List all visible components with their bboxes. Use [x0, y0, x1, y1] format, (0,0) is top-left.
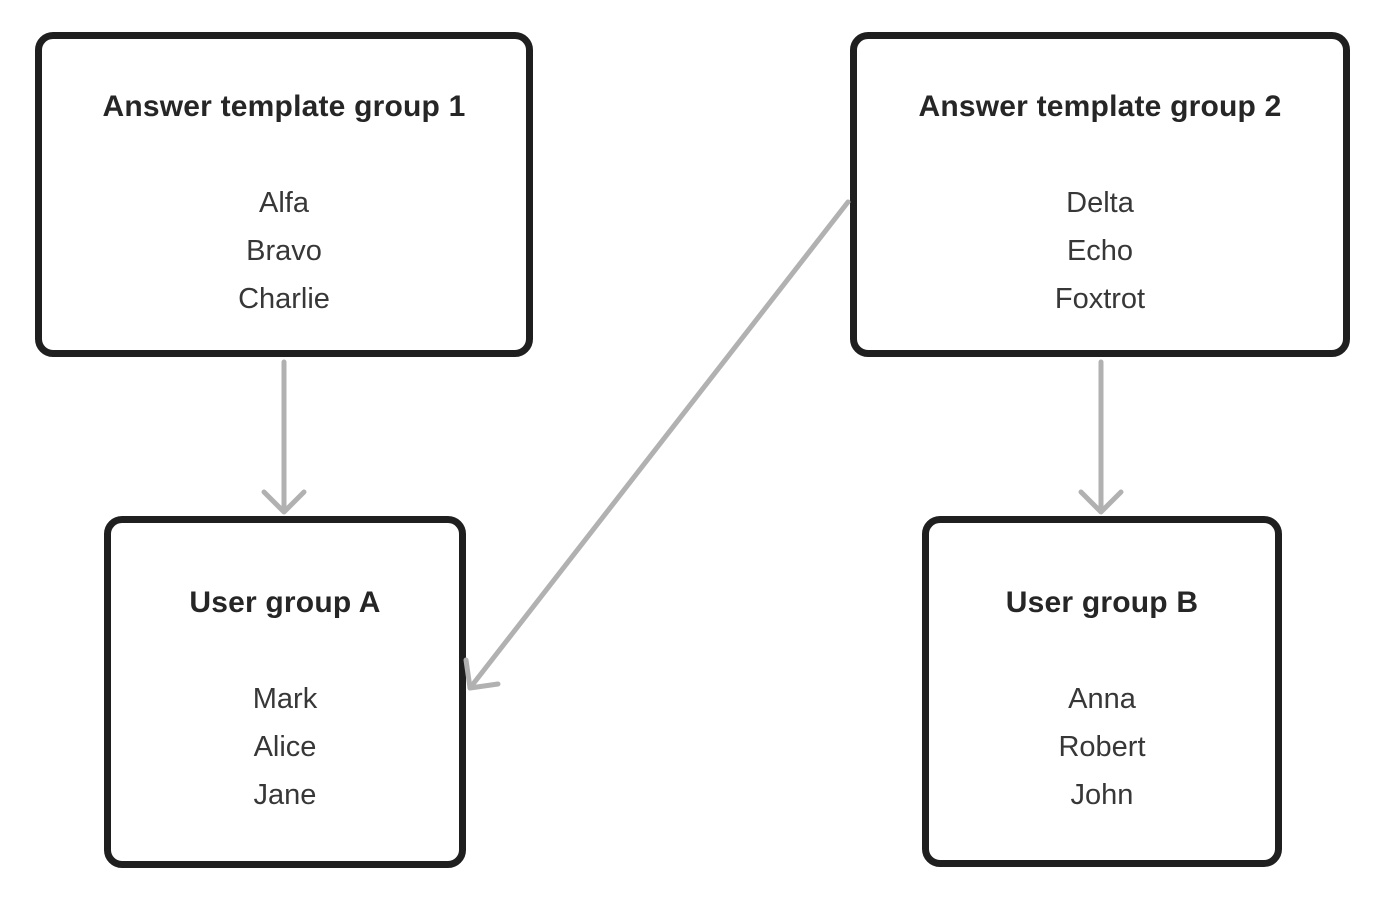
node-item: John	[1070, 779, 1134, 811]
node-item: Mark	[252, 683, 318, 715]
node-item-list: Alfa Bravo Charlie	[238, 179, 330, 323]
node-item-list: Mark Alice Jane	[253, 675, 317, 819]
node-item: Charlie	[238, 283, 330, 315]
arrow-template2-to-usergroupB	[1078, 359, 1124, 515]
node-title: Answer template group 1	[102, 90, 466, 123]
node-item: Robert	[1058, 731, 1146, 763]
node-item-list: Delta Echo Foxtrot	[1055, 179, 1145, 323]
node-user-group-b: User group B Anna Robert John	[922, 516, 1282, 867]
node-item: Foxtrot	[1054, 283, 1146, 315]
node-item: Alfa	[259, 187, 309, 219]
node-answer-template-group-2: Answer template group 2 Delta Echo Foxtr…	[850, 32, 1350, 357]
node-item: Alice	[253, 731, 317, 763]
arrowhead-icon	[1078, 489, 1124, 515]
node-item: Echo	[1066, 235, 1134, 267]
node-user-group-a: User group A Mark Alice Jane	[104, 516, 466, 868]
arrow-template1-to-usergroupA	[261, 359, 307, 515]
node-item: Bravo	[246, 235, 322, 267]
node-title: Answer template group 2	[918, 90, 1282, 123]
node-answer-template-group-1: Answer template group 1 Alfa Bravo Charl…	[35, 32, 533, 357]
node-item-list: Anna Robert John	[1058, 675, 1145, 819]
node-title: User group A	[189, 586, 381, 619]
arrowhead-icon	[261, 489, 307, 515]
node-title: User group B	[1005, 586, 1199, 619]
node-item: Delta	[1066, 187, 1134, 219]
arrowhead-icon	[463, 657, 501, 691]
node-item: Jane	[253, 779, 317, 811]
node-item: Anna	[1068, 683, 1136, 715]
